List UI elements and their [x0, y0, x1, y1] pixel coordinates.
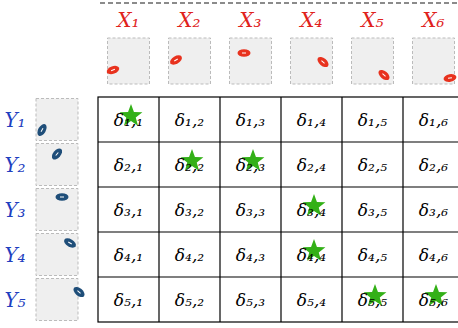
row-label: Y₃ [4, 200, 25, 220]
grid-line [158, 97, 159, 322]
image-thumbnail [352, 38, 394, 84]
football-icon [62, 236, 77, 249]
table-cell: δ₃,₃ [236, 201, 265, 218]
table-cell: δ₁,₃ [236, 111, 265, 128]
table-cell: δ₅,₃ [236, 291, 265, 308]
football-icon [50, 147, 64, 162]
table-cell: δ₄,₆ [419, 246, 448, 263]
table-cell: δ₁,₂ [175, 111, 204, 128]
table-cell: δ₁,₁ [114, 111, 143, 128]
football-icon [35, 122, 48, 137]
grid-line [98, 186, 458, 187]
column-label: X₃ [239, 10, 261, 30]
table-cell: δ₄,₄ [297, 246, 326, 263]
dashed-rule [100, 2, 458, 4]
table-cell: δ₃,₅ [358, 201, 387, 218]
football-icon [168, 53, 183, 66]
grid-line [219, 97, 220, 322]
grid-line [341, 97, 342, 322]
image-thumbnail [36, 144, 78, 186]
grid-border [98, 97, 458, 322]
football-icon [443, 73, 457, 83]
table-cell: δ₃,₂ [175, 201, 204, 218]
table-cell: δ₄,₂ [175, 246, 204, 263]
image-thumbnail [169, 38, 211, 84]
table-cell: δ₂,₄ [297, 156, 326, 173]
football-icon [72, 285, 87, 299]
grid-line [98, 276, 458, 277]
column-label: X₆ [422, 10, 444, 30]
table-cell: δ₂,₆ [419, 156, 448, 173]
image-thumbnail [36, 99, 78, 141]
table-cell: δ₂,₃ [236, 156, 265, 173]
table-cell: δ₂,₂ [175, 156, 204, 173]
row-label: Y₂ [4, 155, 25, 175]
table-cell: δ₁,₄ [297, 111, 326, 128]
football-icon [316, 55, 331, 69]
row-label: Y₄ [4, 245, 25, 265]
table-cell: δ₄,₅ [358, 246, 387, 263]
table-cell: δ₅,₁ [114, 291, 143, 308]
column-label: X₁ [117, 10, 139, 30]
image-thumbnail [230, 38, 272, 84]
table-cell: δ₄,₁ [114, 246, 143, 263]
match-stars [120, 104, 448, 306]
row-label: Y₁ [4, 110, 25, 130]
image-thumbnail [36, 234, 78, 276]
image-thumbnail [108, 38, 150, 84]
table-cell: δ₁,₆ [419, 111, 448, 128]
table-cell: δ₃,₁ [114, 201, 143, 218]
grid-line [98, 141, 458, 142]
grid-line [280, 97, 281, 322]
table-cell: δ₁,₅ [358, 111, 387, 128]
table-cell: δ₂,₅ [358, 156, 387, 173]
grid-line [402, 97, 403, 322]
football-icon [106, 64, 121, 76]
table-cell: δ₅,₄ [297, 291, 326, 308]
football-icon [56, 193, 69, 201]
column-label: X₅ [361, 10, 383, 30]
column-label: X₄ [300, 10, 322, 30]
row-label: Y₅ [4, 290, 25, 310]
table-cell: δ₃,₆ [419, 201, 448, 218]
image-thumbnail [36, 189, 78, 231]
football-icon [238, 49, 251, 57]
table-cell: δ₃,₄ [297, 201, 326, 218]
column-label: X₂ [178, 10, 200, 30]
football-icon [377, 68, 392, 82]
table-cell: δ₂,₁ [114, 156, 143, 173]
image-thumbnail [36, 279, 78, 321]
table-cell: δ₅,₆ [419, 291, 448, 308]
table-cell: δ₅,₅ [358, 291, 387, 308]
table-cell: δ₄,₃ [236, 246, 265, 263]
table-cell: δ₅,₂ [175, 291, 204, 308]
grid-line [98, 231, 458, 232]
matrix-grid [98, 97, 458, 322]
image-thumbnail [291, 38, 333, 84]
